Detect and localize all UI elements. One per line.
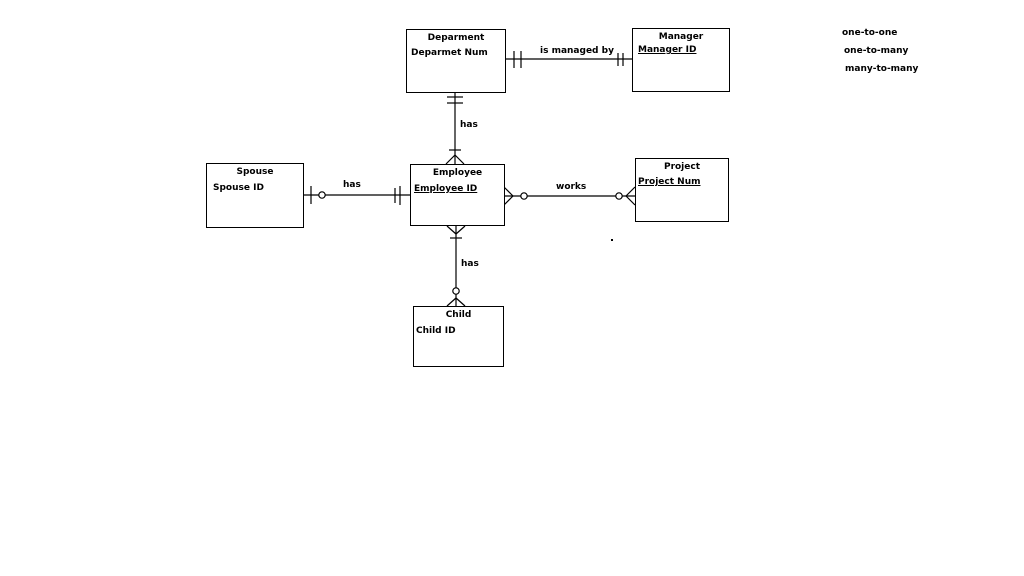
entity-employee-title: Employee bbox=[432, 168, 483, 178]
connector-spouse-employee bbox=[303, 186, 410, 205]
entity-department[interactable]: Deparment Deparmet Num bbox=[406, 29, 506, 93]
entity-child[interactable]: Child Child ID bbox=[413, 306, 504, 367]
relationship-label-spouse-has: has bbox=[343, 180, 361, 190]
entity-manager-attribute: Manager ID bbox=[638, 45, 697, 55]
entity-spouse-title: Spouse bbox=[236, 167, 274, 177]
entity-spouse[interactable]: Spouse Spouse ID bbox=[206, 163, 304, 228]
entity-child-attribute: Child ID bbox=[416, 326, 456, 336]
legend-many-to-many: many-to-many bbox=[845, 64, 919, 74]
entity-project-title: Project bbox=[663, 162, 701, 172]
entity-employee-attribute: Employee ID bbox=[414, 184, 478, 194]
relationship-label-child-has: has bbox=[461, 259, 479, 269]
connector-department-manager bbox=[505, 51, 632, 68]
relationship-label-works: works bbox=[556, 182, 587, 192]
entity-manager-title: Manager bbox=[658, 32, 704, 42]
legend-one-to-one: one-to-one bbox=[842, 28, 898, 38]
connector-employee-project bbox=[503, 186, 636, 206]
relationship-label-is-managed-by: is managed by bbox=[540, 46, 614, 56]
entity-child-title: Child bbox=[445, 310, 472, 320]
relationship-label-department-has: has bbox=[460, 120, 478, 130]
entity-project[interactable]: Project Project Num bbox=[635, 158, 729, 222]
entity-spouse-attribute: Spouse ID bbox=[213, 183, 264, 193]
connector-employee-child bbox=[446, 225, 466, 307]
entity-project-attribute: Project Num bbox=[638, 177, 701, 187]
legend-one-to-many: one-to-many bbox=[844, 46, 909, 56]
entity-department-title: Deparment bbox=[427, 33, 485, 43]
stray-dot bbox=[611, 239, 613, 241]
entity-employee[interactable]: Employee Employee ID bbox=[410, 164, 505, 226]
entity-manager[interactable]: Manager Manager ID bbox=[632, 28, 730, 92]
connector-department-employee bbox=[445, 92, 465, 165]
entity-department-attribute: Deparmet Num bbox=[411, 48, 488, 58]
